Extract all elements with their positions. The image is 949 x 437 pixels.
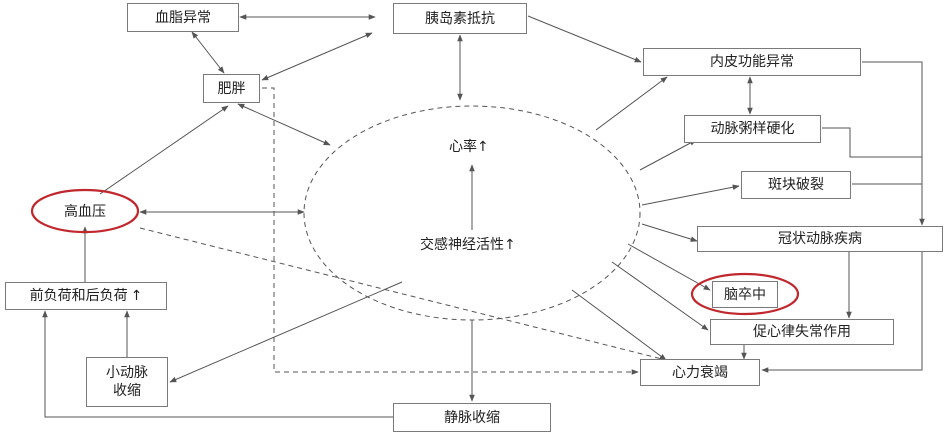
- node-preload-afterload-label: 前负荷和后负荷: [29, 288, 128, 304]
- node-arrhythmogenic: 促心律失常作用: [710, 319, 894, 345]
- node-heart-failure-label: 心力衰竭: [672, 364, 728, 381]
- node-dyslipidemia: 血脂异常: [127, 3, 239, 32]
- node-plaque-rupture: 斑块破裂: [741, 171, 851, 199]
- edge-ellipse-coronary: [641, 223, 698, 242]
- edge-ellipse-arrhythmogenic: [611, 261, 709, 331]
- edge-obesity-heartfailure-dashed: [262, 87, 639, 375]
- edge-venous-preload: [42, 310, 393, 418]
- node-venous-constriction: 静脉收缩: [393, 403, 551, 432]
- node-heart-failure: 心力衰竭: [640, 359, 760, 386]
- node-atherosclerosis-label: 动脉粥样硬化: [710, 121, 795, 137]
- edge-atherosclerosis-bus: [822, 127, 922, 158]
- center-sympathetic-activity: 交感神经活性↑: [420, 237, 516, 253]
- center-heart-rate: 心率↑: [449, 139, 489, 155]
- edge-ellipse-stroke: [627, 243, 711, 291]
- edge-endothelial-bus: [862, 61, 925, 226]
- node-arteriole-constriction: 小动脉 收缩: [86, 357, 168, 407]
- node-stroke-label: 脑卒中: [724, 286, 766, 303]
- node-endothelial-dysfunction: 内皮功能异常: [643, 48, 861, 76]
- edge-ellipse-atherosclerosis: [639, 139, 697, 171]
- edge-obesity-ellipse: [237, 103, 331, 146]
- edge-hypertension-heartfailure-dashed: [139, 227, 667, 362]
- node-hypertension: 高血压: [30, 197, 140, 227]
- node-coronary-heart-disease-label: 冠状动脉疾病: [778, 231, 862, 247]
- node-hypertension-label: 高血压: [64, 204, 106, 220]
- node-preload-afterload: 前负荷和后负荷 ↑: [5, 282, 167, 310]
- preload-up-arrow: ↑: [130, 288, 143, 304]
- node-arteriole-constriction-line2: 收缩: [113, 383, 141, 399]
- node-endothelial-dysfunction-label: 内皮功能异常: [710, 54, 794, 70]
- node-arteriole-constriction-line1: 小动脉: [106, 365, 148, 381]
- node-obesity: 肥胖: [203, 74, 260, 103]
- node-atherosclerosis: 动脉粥样硬化: [684, 115, 821, 143]
- edge-ellipse-plaque: [641, 184, 740, 206]
- node-obesity-label: 肥胖: [217, 80, 246, 97]
- edge-ellipse-heartfailure: [571, 289, 667, 361]
- edge-dyslipidemia-obesity: [191, 31, 225, 74]
- node-venous-constriction-label: 静脉收缩: [444, 409, 500, 426]
- highlight-stroke: [690, 272, 800, 316]
- node-insulin-resistance: 胰岛素抵抗: [393, 3, 527, 34]
- node-coronary-heart-disease: 冠状动脉疾病: [697, 226, 943, 252]
- node-plaque-rupture-label: 斑块破裂: [768, 177, 824, 193]
- node-stroke: 脑卒中: [712, 281, 778, 308]
- edge-ellipse-endothelial: [595, 76, 668, 131]
- node-dyslipidemia-label: 血脂异常: [155, 9, 211, 26]
- edge-hypertension-obesity: [99, 105, 229, 195]
- edge-ellipse-arteriole: [169, 281, 403, 383]
- node-insulin-resistance-label: 胰岛素抵抗: [425, 10, 495, 27]
- highlight-hypertension: [30, 188, 140, 234]
- edge-bus-heartfailure: [761, 252, 923, 373]
- edge-obesity-insulin: [261, 32, 373, 81]
- node-arrhythmogenic-label: 促心律失常作用: [753, 324, 851, 340]
- edge-insulin-endothelial: [527, 15, 642, 63]
